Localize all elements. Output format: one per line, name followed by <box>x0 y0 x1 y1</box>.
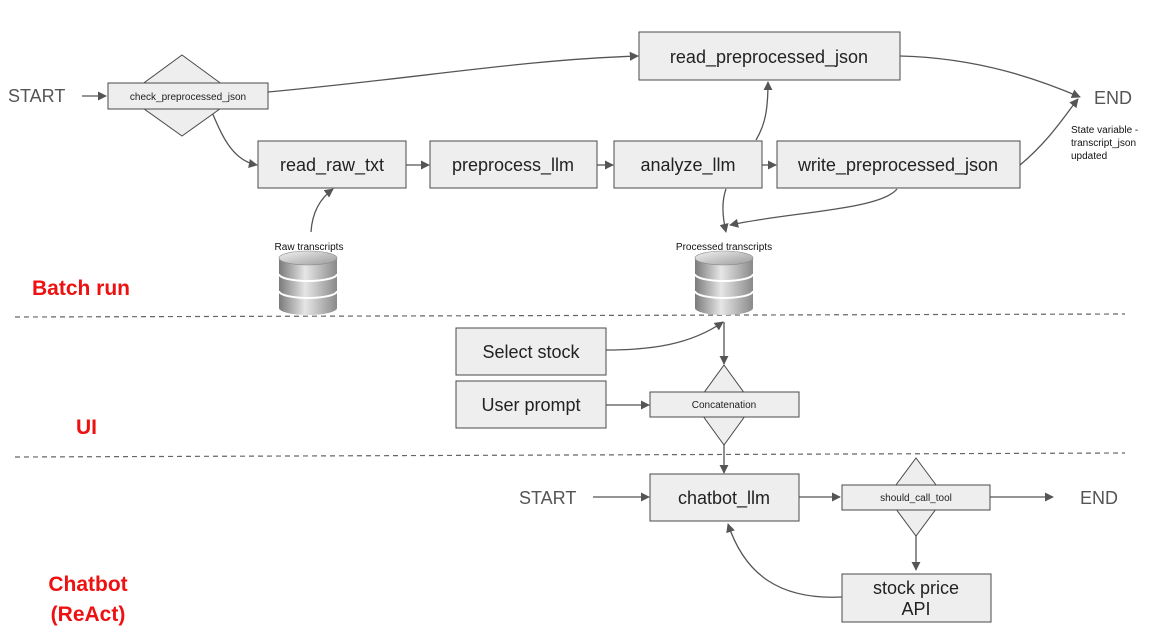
write-preprocessed-json-label: write_preprocessed_json <box>797 155 998 176</box>
raw-transcripts-database-icon <box>278 250 338 315</box>
section-label-react: (ReAct) <box>51 603 126 626</box>
state-variable-note-line3: updated <box>1071 151 1107 162</box>
edge-write-to-end <box>1019 98 1079 166</box>
node-read-raw-txt: read_raw_txt <box>257 140 407 189</box>
separator-ui-chatbot <box>14 452 1126 458</box>
node-user-prompt: User prompt <box>455 380 607 429</box>
node-chatbot-llm: chatbot_llm <box>649 473 800 522</box>
chat-start-terminal: START <box>519 488 576 508</box>
edge-check-to-read-preprocessed <box>267 51 639 93</box>
preprocess-llm-label: preprocess_llm <box>452 155 574 176</box>
state-variable-note-line2: transcript_json <box>1071 138 1136 149</box>
analyze-llm-label: analyze_llm <box>640 155 735 176</box>
node-preprocess-llm: preprocess_llm <box>429 140 598 189</box>
user-prompt-label: User prompt <box>481 395 580 415</box>
node-should-call-tool: should_call_tool <box>841 457 991 537</box>
node-read-preprocessed-json: read_preprocessed_json <box>638 31 901 81</box>
read-preprocessed-json-label: read_preprocessed_json <box>670 47 868 68</box>
node-stock-price-api: stock price API <box>841 573 992 623</box>
processed-transcripts-database-icon <box>694 250 754 315</box>
edge-api-to-chatbot <box>726 523 843 598</box>
select-stock-label: Select stock <box>482 342 580 362</box>
node-write-preprocessed-json: write_preprocessed_json <box>776 140 1021 189</box>
state-variable-note-line1: State variable - <box>1071 125 1138 136</box>
edge-select-stock-to-processed-db <box>605 321 724 351</box>
section-label-chatbot: Chatbot <box>48 573 127 596</box>
edge-read-preprocessed-to-end <box>899 55 1081 98</box>
raw-transcripts-label: Raw transcripts <box>275 242 344 253</box>
node-select-stock: Select stock <box>455 327 607 376</box>
node-check-preprocessed-json: check_preprocessed_json <box>107 54 269 137</box>
read-raw-txt-label: read_raw_txt <box>280 155 384 176</box>
edge-analyze-to-read-preprocessed <box>755 81 773 141</box>
processed-transcripts-label: Processed transcripts <box>676 242 772 253</box>
edge-write-to-processed-db <box>729 188 898 228</box>
should-call-tool-label: should_call_tool <box>880 493 952 504</box>
separator-batch-ui <box>14 313 1126 318</box>
batch-end-terminal: END <box>1094 88 1132 108</box>
chat-end-terminal: END <box>1080 488 1118 508</box>
edge-analyze-to-processed-db <box>719 188 729 233</box>
concatenation-label: Concatenation <box>692 400 757 411</box>
edge-raw-db-to-read-raw <box>310 188 334 233</box>
stock-price-api-label-line2: API <box>901 599 930 619</box>
section-label-batch-run: Batch run <box>32 277 130 300</box>
edge-check-to-read-raw <box>210 109 258 168</box>
node-analyze-llm: analyze_llm <box>613 140 763 189</box>
stock-price-api-label-line1: stock price <box>873 578 959 598</box>
check-preprocessed-json-label: check_preprocessed_json <box>130 92 246 103</box>
chatbot-llm-label: chatbot_llm <box>678 488 770 509</box>
section-label-ui: UI <box>76 416 97 439</box>
node-concatenation: Concatenation <box>649 364 800 446</box>
batch-start-terminal: START <box>8 86 65 106</box>
